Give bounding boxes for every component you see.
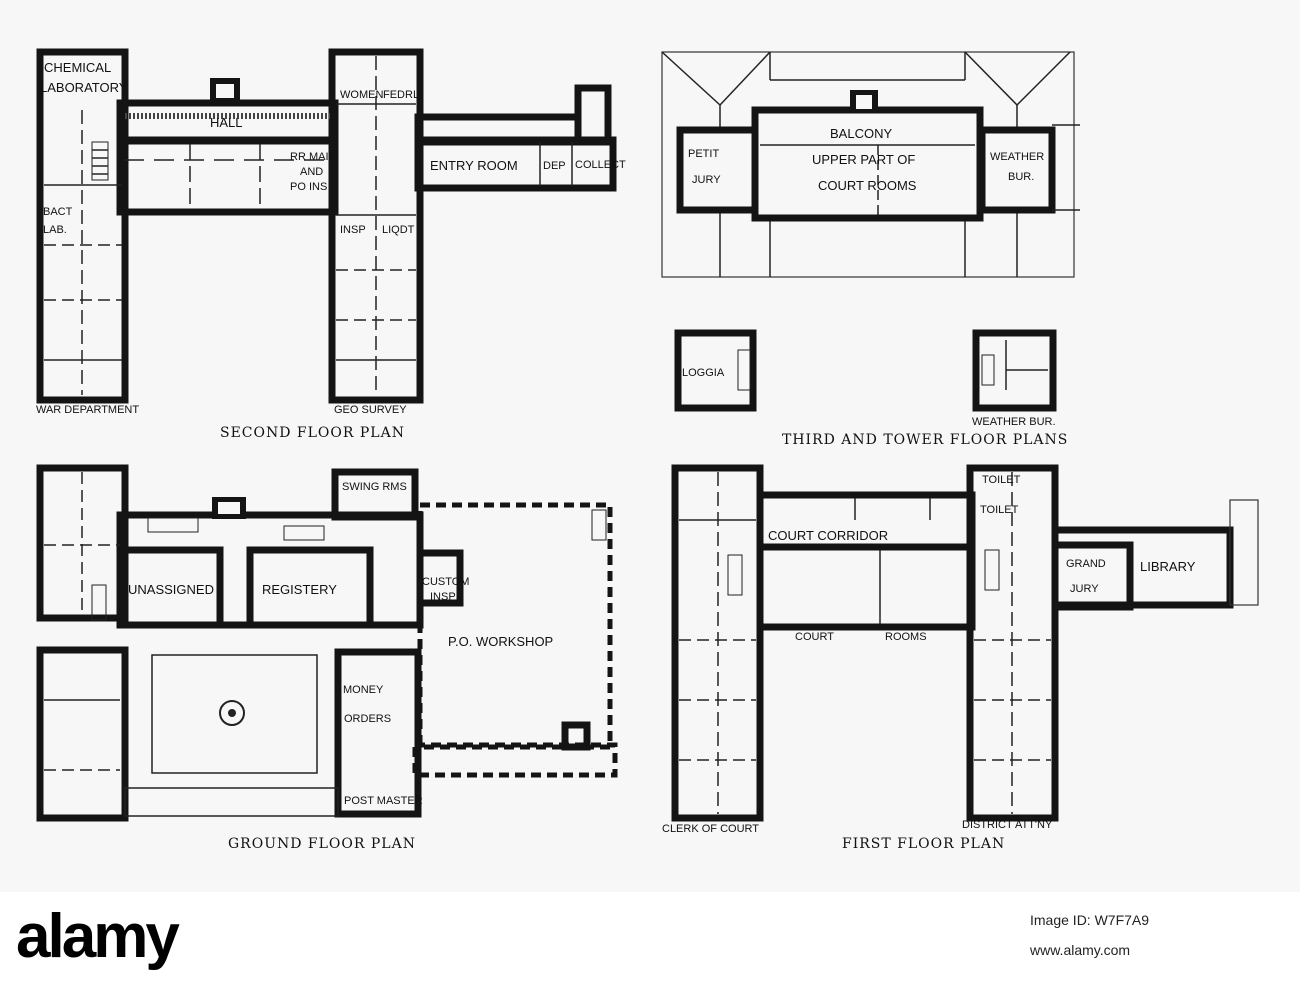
ground-floor-plan: UNASSIGNED REGISTERY SWING RMS CUSTOM IN… (36, 464, 618, 852)
lab-label: LAB. (43, 224, 67, 236)
rr-mail-label: RR MAIL (290, 151, 335, 163)
second-floor-plan: CHEMICAL LABORATORY HALL WOMEN FEDRL RR … (36, 48, 626, 441)
women-label: WOMEN (340, 89, 383, 101)
balcony-label: BALCONY (830, 126, 892, 141)
unassigned-label: UNASSIGNED (128, 582, 214, 597)
court-rooms-label: COURT ROOMS (818, 178, 917, 193)
collect-label: COLLECT (575, 159, 626, 171)
custom-label: CUSTOM (422, 576, 469, 588)
swing-rms-label: SWING RMS (342, 481, 407, 493)
chemical-label: CHEMICAL (44, 60, 111, 75)
image-id-text: Image ID: W7F7A9 (1030, 912, 1150, 928)
first-floor-plan: TOILET TOILET COURT CORRIDOR GRAND JURY … (662, 464, 1259, 852)
insp-label: INSP (340, 224, 366, 236)
po-ins-label: PO INS (290, 181, 327, 193)
loggia-label: LOGGIA (682, 367, 725, 379)
orders-label: ORDERS (344, 713, 391, 725)
grand-jury-label: JURY (1070, 583, 1099, 595)
district-attny-label: DISTRICT ATT'NY (962, 819, 1053, 831)
laboratory-label: LABORATORY (40, 80, 128, 95)
court-label: COURT (795, 631, 834, 643)
post-master-label: POST MASTER (344, 795, 423, 807)
floor-plans-drawing: CHEMICAL LABORATORY HALL WOMEN FEDRL RR … (36, 48, 1259, 852)
and-label: AND (300, 166, 323, 178)
weather-bur-tower-label: WEATHER BUR. (972, 416, 1056, 428)
geo-survey-label: GEO SURVEY (334, 404, 407, 416)
third-floor-plan: BALCONY PETIT JURY UPPER PART OF COURT R… (661, 51, 1080, 448)
dep-label: DEP (543, 160, 566, 172)
hall-label: HALL (210, 115, 243, 130)
liqdt-label: LIQDT (382, 224, 415, 236)
petit-label: PETIT (688, 148, 719, 160)
custom-insp-label: INSP (430, 591, 456, 603)
clerk-of-court-label: CLERK OF COURT (662, 823, 759, 835)
weather-label: WEATHER (990, 151, 1044, 163)
registery-label: REGISTERY (262, 582, 337, 597)
toilet-lower-label: TOILET (980, 504, 1019, 516)
money-label: MONEY (343, 684, 384, 696)
website-url[interactable]: www.alamy.com (1030, 942, 1131, 958)
alamy-logo: alamy (16, 902, 180, 971)
toilet-upper-label: TOILET (982, 474, 1021, 486)
rooms-label: ROOMS (885, 631, 927, 643)
third-floor-caption: THIRD AND TOWER FLOOR PLANS (782, 432, 1068, 448)
grand-label: GRAND (1066, 558, 1106, 570)
floor-plan-sheet: CHEMICAL LABORATORY HALL WOMEN FEDRL RR … (36, 48, 1259, 852)
second-floor-caption: SECOND FLOOR PLAN (220, 425, 405, 441)
court-corridor-label: COURT CORRIDOR (768, 528, 888, 543)
war-department-label: WAR DEPARTMENT (36, 404, 139, 416)
ground-floor-caption: GROUND FLOOR PLAN (228, 836, 416, 852)
entry-room-label: ENTRY ROOM (430, 158, 518, 173)
watermark-footer: alamy Image ID: W7F7A9 www.alamy.com (0, 892, 1300, 982)
fedrl-label: FEDRL (383, 89, 419, 101)
library-label: LIBRARY (1140, 559, 1196, 574)
petit-jury-label: JURY (692, 174, 721, 186)
bact-label: BACT (43, 206, 73, 218)
po-workshop-label: P.O. WORKSHOP (448, 634, 553, 649)
upper-part-label: UPPER PART OF (812, 152, 915, 167)
first-floor-caption: FIRST FLOOR PLAN (842, 836, 1005, 852)
bur-label: BUR. (1008, 171, 1034, 183)
